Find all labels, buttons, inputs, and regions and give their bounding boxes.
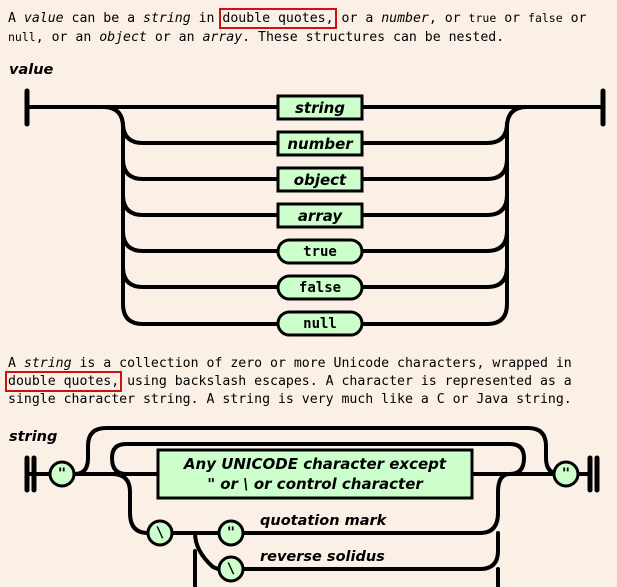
option-null-label: null: [303, 316, 337, 332]
escape-quote-label: ": [227, 525, 235, 541]
term-string: string: [143, 11, 191, 26]
option-object-label: object: [294, 171, 347, 189]
text: , or an: [35, 30, 100, 45]
text: is a collection of zero or more Unicode …: [71, 356, 572, 371]
text: or an: [146, 30, 203, 45]
option-number: number: [276, 130, 364, 157]
escape-backslash-label: \: [227, 561, 235, 577]
backslash-node: \: [146, 519, 174, 547]
option-number-label: number: [287, 135, 354, 153]
text: or: [562, 11, 587, 26]
option-false: false: [276, 274, 364, 301]
escape-backslash-node: \: [217, 555, 245, 583]
highlighted-double-quotes: double quotes,: [219, 8, 337, 29]
text: or: [496, 11, 529, 26]
option-false-label: false: [299, 280, 341, 296]
string-description: A string is a collection of zero or more…: [4, 355, 608, 409]
text: . These structures can be nested.: [242, 30, 505, 45]
unicode-box-line1: Any UNICODE character except: [183, 455, 447, 473]
text: in: [190, 11, 223, 26]
term-array: array: [202, 30, 243, 45]
term-number: number: [381, 11, 429, 26]
quotation-mark-label: quotation mark: [260, 513, 388, 529]
unicode-box-line2: " or \ or control character: [207, 475, 424, 493]
open-quote-node: ": [48, 460, 76, 488]
text: can be a: [63, 11, 143, 26]
unicode-character-box: Any UNICODE character except " or \ or c…: [156, 448, 474, 500]
close-quote-label: ": [562, 466, 570, 482]
value-description: A value can be a string in double quotes…: [8, 8, 608, 47]
option-object: object: [276, 166, 364, 193]
term-string: string: [23, 356, 72, 371]
text: A: [8, 11, 24, 26]
option-array: array: [276, 202, 364, 229]
term-object: object: [99, 30, 147, 45]
text: , or: [428, 11, 469, 26]
option-true: true: [276, 238, 364, 265]
literal-null: null: [8, 30, 36, 44]
text: using backslash escapes. A character is …: [8, 374, 572, 407]
string-heading: string: [9, 429, 58, 445]
option-null: null: [276, 310, 364, 337]
escape-quote-node: ": [217, 519, 245, 547]
literal-false: false: [528, 11, 563, 25]
option-string-label: string: [295, 99, 345, 117]
text: or a: [333, 11, 382, 26]
string-nodes: " " Any UNICODE character except " or \ …: [48, 448, 580, 583]
close-quote-node: ": [552, 460, 580, 488]
option-string: string: [276, 94, 364, 121]
value-railroad-diagram: string number object array true false nu…: [24, 88, 606, 337]
text: A: [8, 356, 24, 371]
backslash-label: \: [156, 525, 164, 541]
value-options: string number object array true false nu…: [276, 94, 364, 337]
highlighted-double-quotes: double quotes,: [4, 371, 123, 392]
term-value: value: [23, 11, 64, 26]
string-tracks: [24, 426, 600, 587]
option-true-label: true: [303, 244, 337, 260]
open-quote-label: ": [58, 466, 66, 482]
option-array-label: array: [298, 207, 344, 225]
value-heading: value: [9, 62, 54, 78]
literal-true: true: [468, 11, 497, 25]
reverse-solidus-label: reverse solidus: [260, 549, 385, 565]
